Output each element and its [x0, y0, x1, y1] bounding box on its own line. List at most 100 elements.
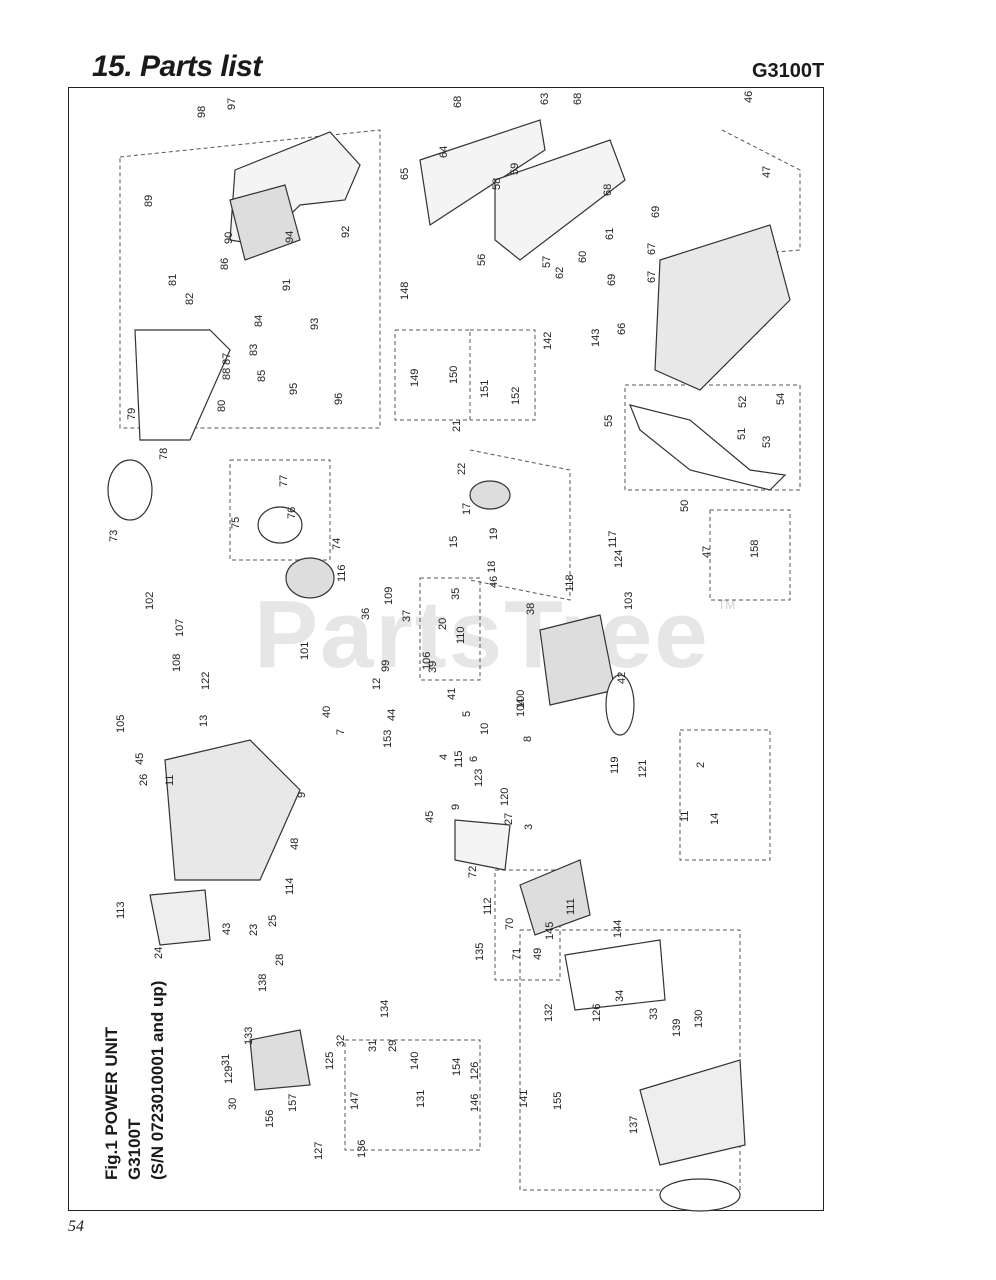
callout-number: 102 [144, 592, 156, 610]
page-number: 54 [68, 1218, 84, 1235]
callout-number: 18 [486, 561, 498, 573]
callout-number: 31 [367, 1040, 379, 1052]
callout-number: 32 [335, 1035, 347, 1047]
callout-number: 66 [616, 323, 628, 335]
callout-number: 9 [450, 804, 462, 810]
callout-number: 83 [248, 344, 260, 356]
starter-group-outline [519, 929, 741, 1191]
callout-number: 70 [504, 918, 516, 930]
callout-number: 154 [451, 1058, 463, 1076]
callout-number: 129 [223, 1066, 235, 1084]
callout-number: 119 [609, 756, 621, 774]
callout-number: 149 [409, 369, 421, 387]
callout-number: 107 [174, 619, 186, 637]
caption-line-2: G3100T [125, 1118, 144, 1180]
crankcase-half-part [454, 819, 511, 871]
callout-number: 136 [356, 1140, 368, 1158]
callout-number: 79 [126, 408, 138, 420]
guide-bar-part [419, 119, 546, 227]
group-36-outline [419, 577, 481, 681]
clutch-group-outline [229, 459, 331, 561]
callout-number: 46 [488, 576, 500, 588]
callout-number: 50 [679, 500, 691, 512]
lead-wire-outline [679, 729, 771, 861]
callout-number: 76 [286, 507, 298, 519]
callout-number: 56 [476, 254, 488, 266]
callout-number: 114 [284, 877, 296, 895]
callout-number: 68 [572, 93, 584, 105]
callout-number: 84 [253, 315, 265, 327]
callout-number: 103 [623, 592, 635, 610]
callout-number: 68 [452, 96, 464, 108]
group-outlines [119, 129, 801, 1191]
tank-plate-part [149, 889, 211, 946]
caption-line-3: (S/N 0723010001 and up) [148, 980, 167, 1180]
callout-number: 92 [340, 226, 352, 238]
callout-number: 13 [198, 715, 210, 727]
callout-number: 22 [456, 463, 468, 475]
watermark-tm: TM [718, 598, 736, 612]
callout-number: 111 [565, 898, 577, 915]
callout-number: 97 [226, 98, 238, 110]
callout-number: 20 [437, 618, 449, 630]
handle-bar-part [629, 404, 787, 491]
callout-number: 109 [383, 587, 395, 605]
callout-number: 123 [473, 769, 485, 787]
callout-number: 39 [427, 661, 439, 673]
callout-number: 138 [257, 974, 269, 992]
callout-number: 68 [602, 184, 614, 196]
callout-number: 91 [281, 279, 293, 291]
callout-number: 37 [401, 610, 413, 622]
callout-number: 74 [331, 538, 343, 550]
model-number: G3100T [752, 60, 825, 82]
callout-number: 11 [164, 775, 176, 786]
callout-number: 118 [564, 574, 576, 592]
callout-number: 87 [221, 353, 233, 365]
callout-number: 71 [511, 948, 523, 960]
callout-number: 54 [775, 393, 787, 405]
callout-number: 77 [278, 475, 290, 487]
callout-number: 104 [515, 699, 527, 717]
diagram-frame [68, 87, 824, 1211]
callout-number: 69 [650, 206, 662, 218]
callout-number: 67 [646, 243, 658, 255]
callout-number: 141 [518, 1090, 530, 1108]
callout-number: 4 [438, 754, 450, 760]
callout-number: 124 [613, 550, 625, 568]
callout-number: 148 [399, 282, 411, 300]
callout-number: 135 [474, 943, 486, 961]
callout-number: 35 [450, 588, 462, 600]
callout-number: 127 [313, 1142, 325, 1160]
callout-number: 122 [200, 672, 212, 690]
callout-number: 62 [554, 267, 566, 279]
callout-number: 9 [296, 792, 308, 798]
callout-number: 94 [284, 231, 296, 243]
gasket-158-part [107, 459, 153, 521]
callout-number: 158 [749, 540, 761, 558]
callout-number: 69 [606, 274, 618, 286]
watermark-text: PartsTree [254, 581, 710, 688]
callout-number: 120 [499, 788, 511, 806]
callout-number: 27 [503, 813, 515, 825]
flywheel-part [519, 859, 591, 936]
callout-number: 82 [184, 293, 196, 305]
callout-number: 90 [223, 232, 235, 244]
callout-number: 89 [143, 195, 155, 207]
caption-line-1: Fig.1 POWER UNIT [102, 1027, 121, 1180]
callout-number: 153 [382, 730, 394, 748]
callout-number: 142 [542, 332, 554, 350]
callout-number: 57 [541, 256, 553, 268]
callout-number: 96 [333, 393, 345, 405]
rear-handle-part [134, 329, 231, 441]
callout-number: 21 [451, 420, 463, 432]
callout-number: 125 [324, 1052, 336, 1070]
callout-number: 105 [115, 715, 127, 733]
callout-number: 131 [415, 1090, 427, 1108]
callout-number: 12 [371, 678, 383, 690]
callout-number: 126 [591, 1004, 603, 1022]
callout-number: 101 [299, 642, 311, 660]
callout-number: 126 [469, 1062, 481, 1080]
clutch-part [257, 506, 303, 544]
callout-number: 108 [171, 654, 183, 672]
